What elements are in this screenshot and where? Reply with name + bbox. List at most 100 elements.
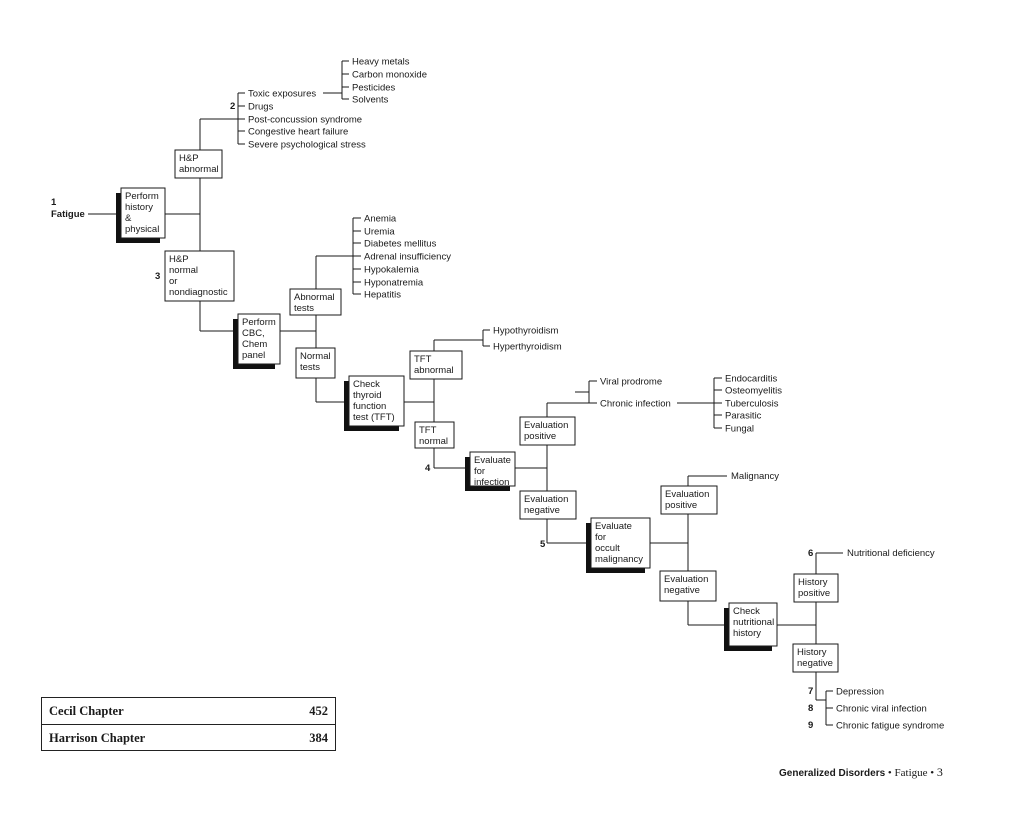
history-positive-label: positive [798, 588, 830, 599]
toxic-exposure-item: Solvents [352, 95, 389, 106]
perform-hp-label: & [125, 213, 132, 224]
malignancy-negative-label: Evaluation [664, 574, 708, 585]
hp-abnormal-label: abnormal [179, 164, 219, 175]
abnormal-tests-label: Abnormal [294, 292, 335, 303]
perform-cbc-label: panel [242, 350, 265, 361]
step-number-9: 9 [808, 720, 813, 731]
hp-normal-label: or [169, 276, 177, 287]
hp-abnormal-cause-item: Drugs [248, 102, 274, 113]
check-thyroid-label: test (TFT) [353, 412, 395, 423]
evaluate-malignancy-label: Evaluate [595, 521, 632, 532]
perform-hp-label: Perform [125, 191, 159, 202]
step-number-2: 2 [230, 101, 235, 112]
cecil-chapter-number: 452 [309, 703, 328, 718]
malignancy-finding: Malignancy [731, 471, 779, 482]
perform-hp-label: physical [125, 224, 159, 235]
step-number-5: 5 [540, 539, 546, 550]
start-label-fatigue: Fatigue [51, 209, 85, 220]
tft-abnormal-label: TFT [414, 354, 432, 365]
check-nutritional-label: nutritional [733, 617, 774, 628]
thyroid-disorder-item: Hypothyroidism [493, 326, 559, 337]
chronic-infection-type-item: Osteomyelitis [725, 386, 782, 397]
thyroid-disorder-item: Hyperthyroidism [493, 342, 562, 353]
toxic-exposure-item: Carbon monoxide [352, 70, 427, 81]
malignancy-negative-box [659, 570, 717, 602]
evaluate-infection-box [469, 451, 516, 487]
harrison-chapter-row: Harrison Chapter 384 [42, 724, 335, 751]
history-negative-diagnosis-item: Depression [836, 687, 884, 698]
evaluate-malignancy-label: for [595, 532, 606, 543]
abnormal-test-finding-item: Hypokalemia [364, 265, 420, 276]
evaluate-infection-label: infection [474, 477, 509, 488]
abnormal-tests-label: tests [294, 303, 314, 314]
infection-evaluation-result-item: Viral prodrome [600, 377, 662, 388]
step-number-7: 7 [808, 686, 813, 697]
hp-abnormal-cause-item: Severe psychological stress [248, 140, 366, 151]
check-thyroid-label: Check [353, 379, 380, 390]
evaluate-infection-label: Evaluate [474, 455, 511, 466]
start-number: 1 [51, 197, 57, 208]
abnormal-test-finding-item: Diabetes mellitus [364, 239, 437, 250]
history-negative-label: negative [797, 658, 833, 669]
malignancy-positive-label: Evaluation [665, 489, 709, 500]
footer-separator-1: • [887, 767, 895, 779]
tft-normal-box [414, 421, 455, 449]
check-nutritional-label: Check [733, 606, 760, 617]
malignancy-positive-box [660, 485, 718, 515]
check-thyroid-label: function [353, 401, 386, 412]
cecil-chapter-row: Cecil Chapter 452 [42, 698, 335, 724]
evaluate-malignancy-label: malignancy [595, 554, 643, 565]
abnormal-test-finding-item: Adrenal insufficiency [364, 252, 451, 263]
hp-normal-label: nondiagnostic [169, 287, 228, 298]
step-number-6: 6 [808, 548, 813, 559]
harrison-chapter-number: 384 [309, 730, 328, 745]
perform-hp-box [120, 187, 166, 239]
perform-cbc-label: Perform [242, 317, 276, 328]
hp-normal-label: normal [169, 265, 198, 276]
hp-normal-label: H&P [169, 254, 189, 265]
normal-tests-box [295, 347, 336, 379]
footer-separator-2: • [930, 767, 937, 779]
normal-tests-label: tests [300, 362, 320, 373]
tft-normal-label: TFT [419, 425, 437, 436]
abnormal-test-finding-item: Hyponatremia [364, 278, 424, 289]
infection-positive-label: positive [524, 431, 556, 442]
toxic-exposure-item: Heavy metals [352, 57, 410, 68]
abnormal-test-finding-item: Uremia [364, 227, 395, 238]
history-negative-label: History [797, 647, 827, 658]
chapter-reference-table: Cecil Chapter 452 Harrison Chapter 384 [41, 697, 336, 751]
infection-positive-label: Evaluation [524, 420, 568, 431]
hp-abnormal-cause-item: Post-concussion syndrome [248, 115, 362, 126]
tft-normal-label: normal [419, 436, 448, 447]
perform-cbc-label: CBC, [242, 328, 265, 339]
abnormal-test-finding-item: Hepatitis [364, 290, 401, 301]
abnormal-tests-box [289, 288, 342, 316]
perform-cbc-label: Chem [242, 339, 267, 350]
history-negative-box [792, 643, 839, 673]
tft-abnormal-label: abnormal [414, 365, 454, 376]
hp-abnormal-cause-item: Toxic exposures [248, 89, 316, 100]
hp-abnormal-box [174, 149, 223, 179]
history-positive-label: History [798, 577, 828, 588]
infection-negative-box [519, 490, 577, 520]
step-number-3: 3 [155, 271, 160, 282]
malignancy-positive-label: positive [665, 500, 697, 511]
step-number-4: 4 [425, 463, 431, 474]
chronic-infection-type-item: Fungal [725, 424, 754, 435]
hp-abnormal-label: H&P [179, 153, 199, 164]
infection-negative-label: negative [524, 505, 560, 516]
step-number-8: 8 [808, 703, 813, 714]
chronic-infection-type-item: Tuberculosis [725, 399, 779, 410]
evaluate-malignancy-label: occult [595, 543, 620, 554]
perform-hp-label: history [125, 202, 153, 213]
evaluate-infection-label: for [474, 466, 485, 477]
infection-negative-label: Evaluation [524, 494, 568, 505]
check-nutritional-label: history [733, 628, 761, 639]
tft-abnormal-box [409, 350, 463, 380]
check-thyroid-label: thyroid [353, 390, 382, 401]
cecil-chapter-label: Cecil Chapter [49, 703, 124, 718]
toxic-exposure-item: Pesticides [352, 83, 396, 94]
footer-section: Generalized Disorders [779, 768, 886, 779]
history-negative-diagnosis-item: Chronic viral infection [836, 704, 927, 715]
